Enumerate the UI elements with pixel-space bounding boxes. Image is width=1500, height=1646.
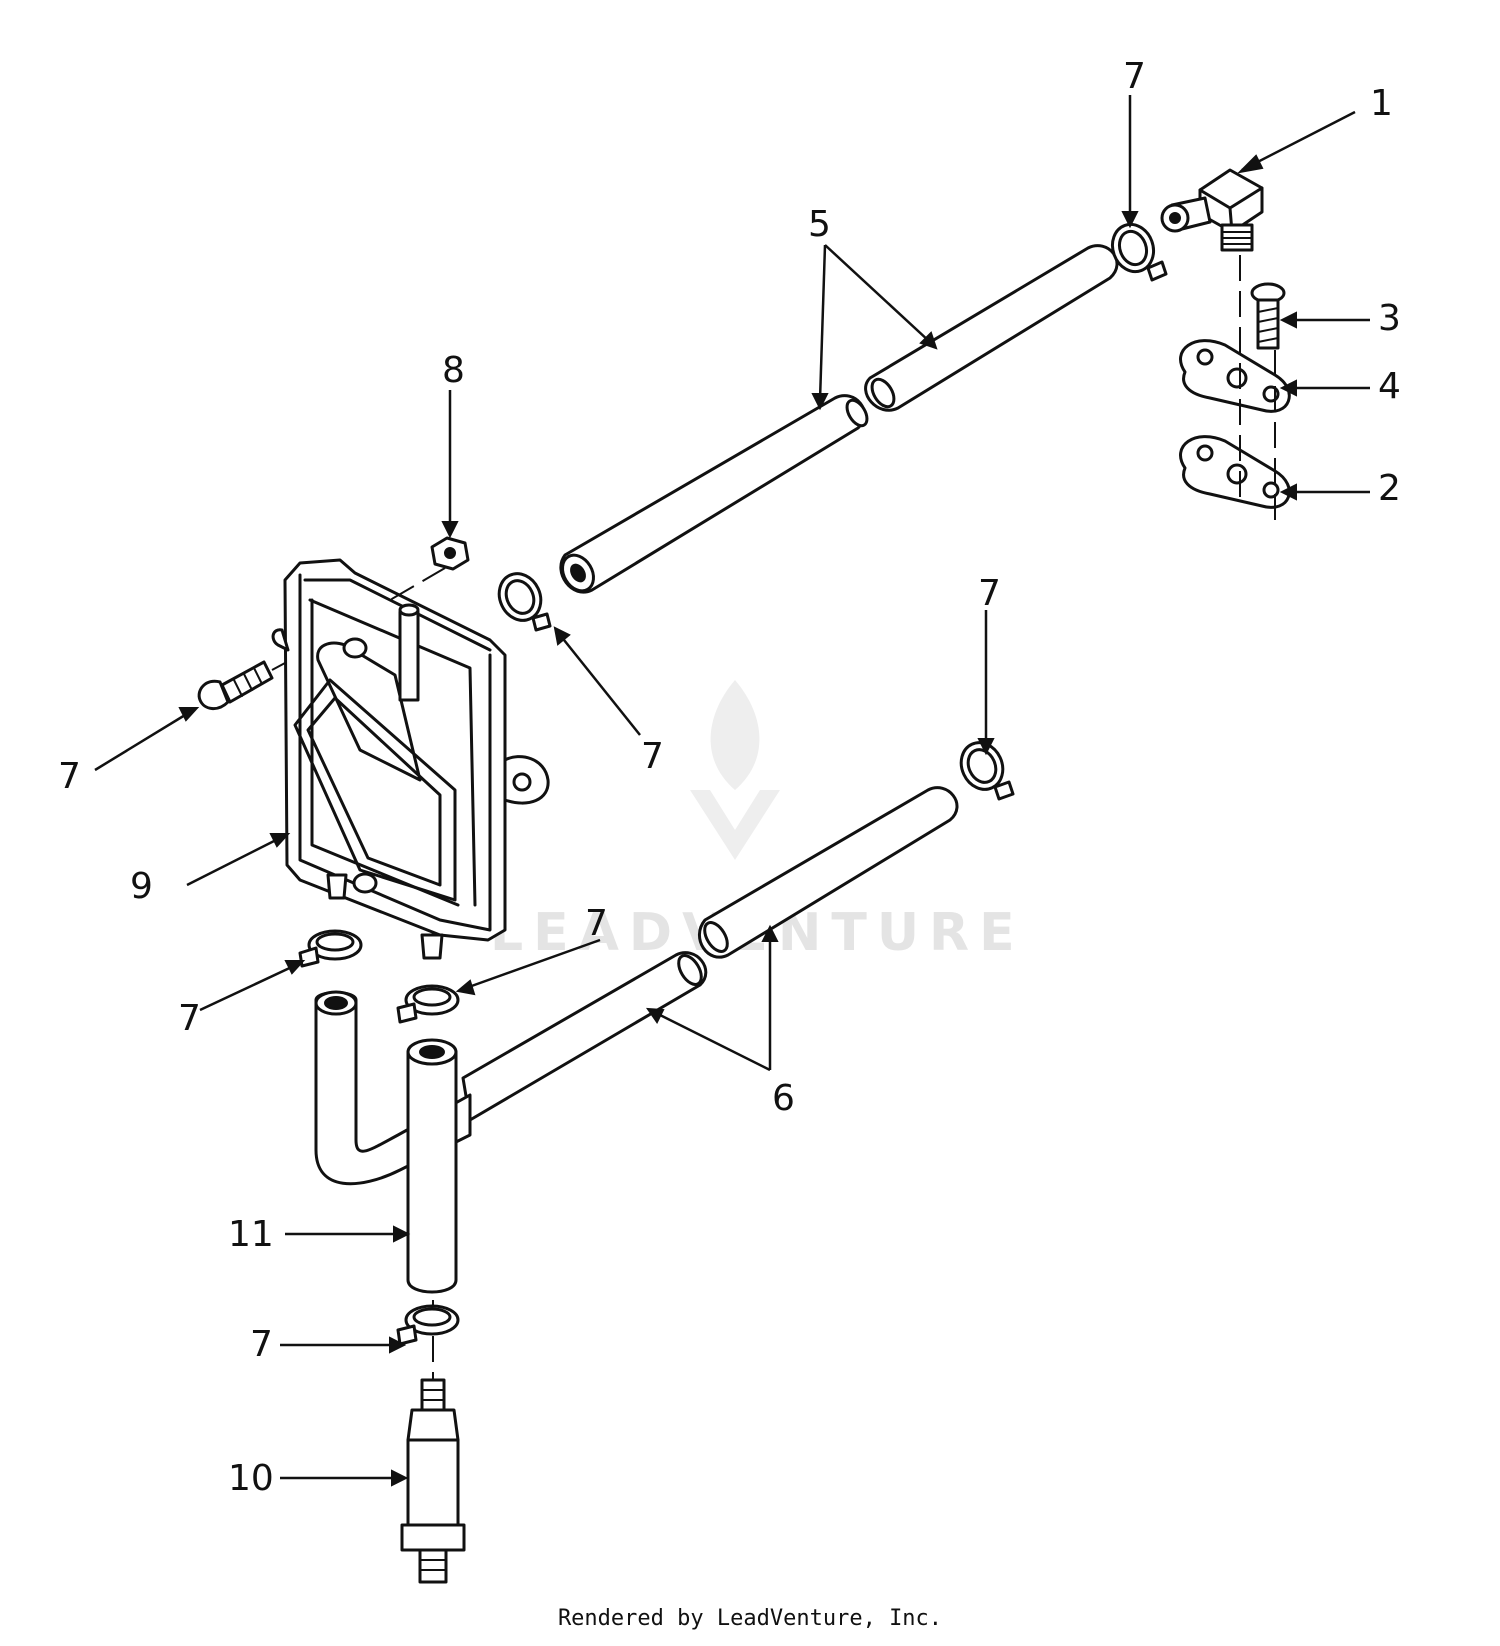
part-7-clamp-lower-right <box>959 741 1015 801</box>
callout-1: 1 <box>1370 83 1393 124</box>
part-12-hose <box>406 1038 458 1294</box>
part-7-clamp-upper-right <box>1110 222 1168 282</box>
callout-7-left: 7 <box>178 998 201 1039</box>
leader-lines <box>94 95 1370 1487</box>
fitting-alignment-lines <box>1239 255 1276 530</box>
callout-12: 11 <box>228 1214 274 1255</box>
callout-7-middle: 7 <box>585 903 608 944</box>
callout-8: 7 <box>58 756 81 797</box>
callout-5: 5 <box>808 204 831 245</box>
footer-credit: Rendered by LeadVenture, Inc. <box>557 1606 943 1631</box>
callout-7-right: 7 <box>978 573 1001 614</box>
callout-11: 10 <box>228 1458 274 1499</box>
part-8-screw <box>197 660 286 710</box>
callout-10: 9 <box>130 866 153 907</box>
part-11-fuel-filter <box>400 1300 466 1584</box>
part-3-screw <box>1250 282 1286 350</box>
callout-2: 2 <box>1378 468 1401 509</box>
callout-4: 4 <box>1378 366 1401 407</box>
part-7-clamp-pump-bottom-right <box>396 984 460 1024</box>
callout-6: 6 <box>772 1078 795 1119</box>
part-4-gasket <box>1179 339 1291 413</box>
callout-7-top: 7 <box>1123 56 1146 97</box>
part-9-nut <box>389 536 470 601</box>
callout-3: 3 <box>1378 298 1401 339</box>
part-6-fuel-line-lower <box>461 786 959 1122</box>
callout-labels: 1 2 3 4 5 6 7 7 7 7 7 7 7 8 9 10 11 <box>58 56 1401 1499</box>
part-7-clamp-pump-outlet <box>497 572 552 632</box>
callout-7-filter: 7 <box>250 1324 273 1365</box>
callout-7-pump-outlet: 7 <box>641 736 664 777</box>
part-2-gasket <box>1179 435 1291 509</box>
callout-9: 8 <box>442 350 465 391</box>
part-1-elbow-fitting <box>1160 168 1264 252</box>
part-7-clamp-pump-bottom-left <box>298 929 363 968</box>
part-5-fuel-line-upper <box>559 244 1119 594</box>
part-7-clamp-filter <box>396 1304 460 1346</box>
part-10-fuel-pump <box>271 558 550 960</box>
